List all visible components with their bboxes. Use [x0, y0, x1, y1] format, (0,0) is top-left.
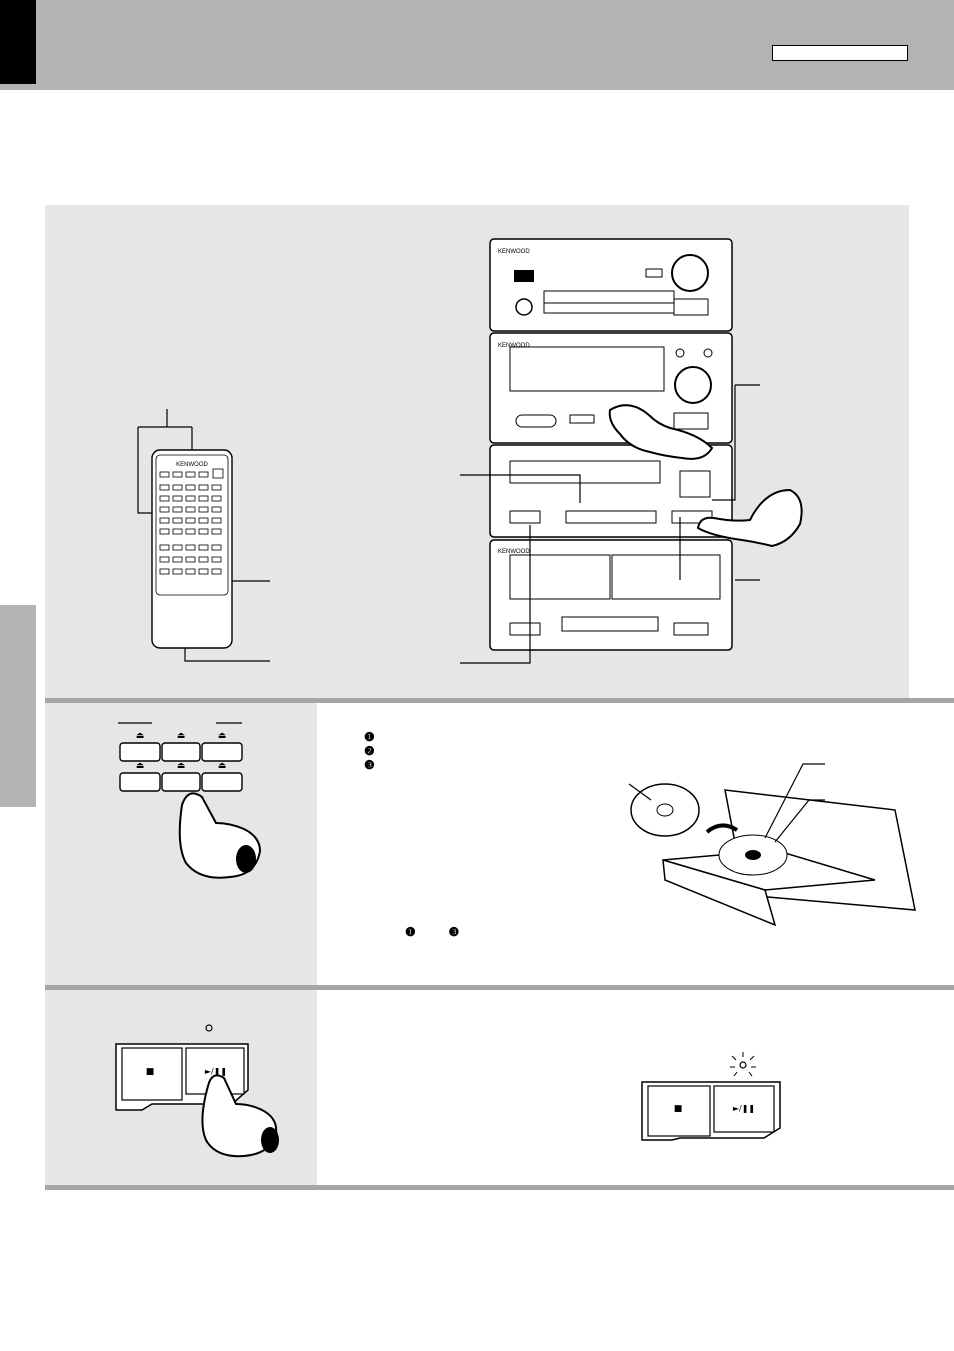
- svg-text:⏏: ⏏: [218, 731, 227, 741]
- system-brand-3: KENWOOD: [498, 549, 530, 555]
- cd-tray-illustration: [628, 763, 916, 927]
- side-index-tab: [0, 605, 36, 807]
- step-range-ref: ❶ ❸: [405, 925, 459, 939]
- step-marker-1: ❶: [364, 730, 375, 744]
- step-marker-3: ❸: [364, 758, 375, 772]
- header-section-tab: [0, 0, 36, 84]
- svg-text:⏏: ⏏: [177, 731, 186, 741]
- remote-brand: KENWOOD: [176, 462, 208, 468]
- svg-text:⏏: ⏏: [136, 731, 145, 741]
- play-buttons-pressed-illustration: ■ ►/❚❚: [115, 1024, 279, 1158]
- step-marker-2: ❷: [364, 744, 375, 758]
- stereo-system-illustration: KENWOOD KENWOOD KENWOOD: [460, 238, 803, 664]
- svg-text:⏏: ⏏: [218, 761, 227, 771]
- step-ref-to: ❸: [448, 925, 460, 939]
- header-language-box: [772, 45, 908, 61]
- section-rule-3: [45, 1185, 954, 1190]
- system-brand: KENWOOD: [498, 249, 530, 255]
- svg-text:⏏: ⏏: [177, 761, 186, 771]
- section-rule-2: [45, 985, 954, 990]
- play-pause-button-symbol: ►/❚❚: [205, 1067, 227, 1076]
- section-rule-1: [45, 698, 954, 703]
- remote-control-illustration: KENWOOD: [137, 409, 270, 662]
- step1-markers: ❶ ❷ ❸: [364, 730, 375, 772]
- play-indicator-illustration: ■ ►/❚❚: [641, 1052, 781, 1141]
- stop-symbol-2: ■: [674, 1104, 683, 1114]
- play-pause-symbol-2: ►/❚❚: [733, 1104, 755, 1113]
- system-brand-2: KENWOOD: [498, 343, 530, 349]
- step-ref-from: ❶: [405, 925, 416, 939]
- stop-button-symbol: ■: [146, 1067, 155, 1077]
- disc-open-buttons-illustration: ⏏ ⏏ ⏏ ⏏ ⏏ ⏏: [118, 722, 262, 879]
- svg-text:⏏: ⏏: [136, 761, 145, 771]
